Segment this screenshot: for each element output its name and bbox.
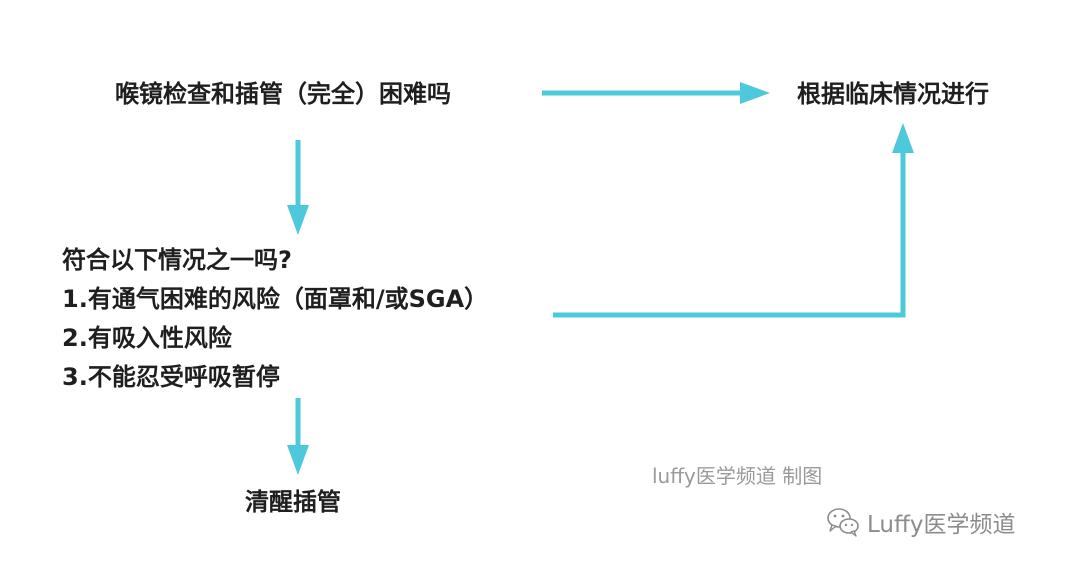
question-risk-criteria: 符合以下情况之一吗? 1.有通气困难的风险（面罩和/或SGA） 2.有吸入性风险…	[62, 241, 488, 397]
chart-credit: luffy医学频道 制图	[652, 464, 823, 488]
proceed-per-clinical-situation: 根据临床情况进行	[797, 80, 989, 108]
arrow-q1-to-clinical	[542, 82, 770, 104]
criteria-item-ventilation: 1.有通气困难的风险（面罩和/或SGA）	[62, 285, 489, 313]
criteria-item-aspiration: 2.有吸入性风险	[62, 324, 232, 352]
arrow-q2-to-awake	[287, 398, 309, 475]
wechat-icon	[827, 508, 859, 537]
watermark: Luffy医学频道	[825, 505, 1015, 539]
watermark-text: Luffy医学频道	[867, 512, 1016, 538]
question-laryngoscopy-difficulty: 喉镜检查和插管（完全）困难吗	[115, 80, 451, 108]
arrow-q1-to-q2	[287, 140, 309, 235]
criteria-item-apnea: 3.不能忍受呼吸暂停	[62, 363, 280, 391]
awake-intubation: 清醒插管	[245, 488, 341, 516]
arrow-q2-to-clinical	[553, 123, 914, 318]
criteria-heading: 符合以下情况之一吗?	[62, 246, 292, 274]
